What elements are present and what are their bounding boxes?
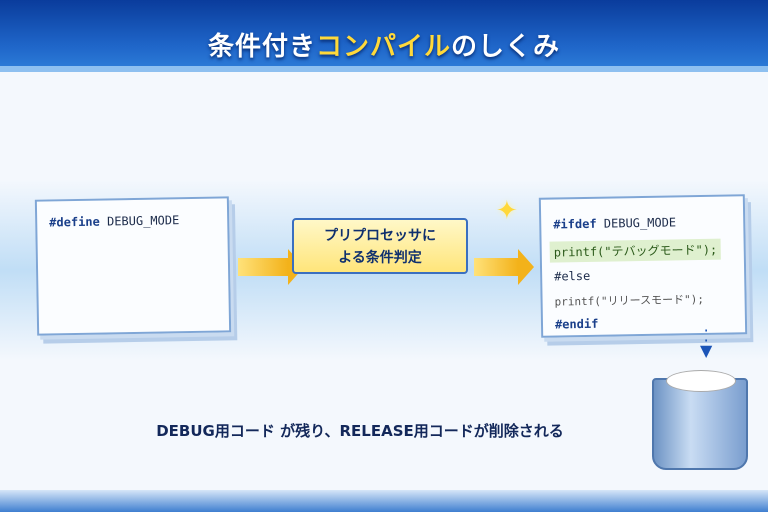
preprocessor-box: プリプロセッサに よる条件判定 [292,218,468,274]
crumpled-paper-icon [666,370,736,392]
ifdef-macro: DEBUG_MODE [596,215,677,231]
page-title: 条件付きコンパイルのしくみ [0,26,768,63]
define-macro: DEBUG_MODE [99,213,180,229]
else-line: #else [554,268,591,284]
title-part1: 条件付き [207,32,316,62]
title-part2: のしくみ [450,32,561,62]
trash-bin-icon [652,378,748,470]
title-highlight: コンパイル [315,32,451,62]
sparkle-icon: ✦ [496,196,518,226]
preprocessor-label-1: プリプロセッサに [324,228,436,244]
arrow-right-icon [474,249,534,285]
release-printf-line: printf("リリースモード"); [554,292,705,309]
endif-line: #endif [554,316,599,332]
ifdef-keyword: #ifdef [553,216,597,232]
footer-band [0,490,768,512]
source-code-note: #define DEBUG_MODE [34,196,232,336]
ifdef-line: #ifdef DEBUG_MODE [553,215,676,231]
define-keyword: #define [49,214,100,230]
preprocessor-label-2: よる条件判定 [338,250,422,266]
arrow-right-icon [238,249,304,285]
define-line: #define DEBUG_MODE [49,213,179,229]
caption: DEBUG用コード が残り、RELEASE用コードが削除される [156,422,564,440]
result-code-note: #ifdef DEBUG_MODE printf("テバッグモード"); #el… [538,194,748,338]
debug-printf-line: printf("テバッグモード"); [549,238,722,263]
header-banner: 条件付きコンパイルのしくみ [0,0,768,72]
dotted-arrow-down-icon: ··▼ [700,321,713,360]
